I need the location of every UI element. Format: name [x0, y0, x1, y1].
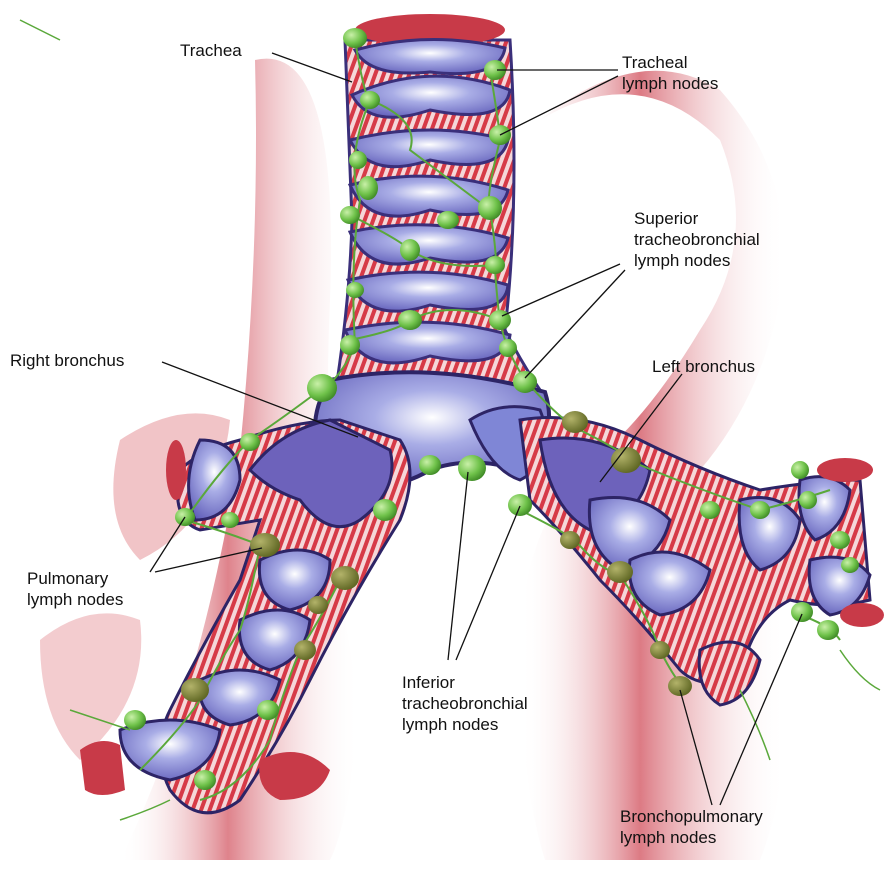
- lymph-node: [124, 710, 146, 730]
- leader-inferior-2: [456, 506, 520, 660]
- lymph-node: [560, 531, 580, 549]
- lymph-node: [257, 700, 279, 720]
- lymph-node: [340, 206, 360, 224]
- lymph-node: [340, 335, 360, 355]
- lymph-node: [817, 620, 839, 640]
- leader-superior-2: [525, 270, 625, 378]
- lymph-node: [360, 91, 380, 109]
- lymph-node: [400, 239, 420, 261]
- lymph-node: [181, 678, 209, 702]
- leader-tracheal-2: [500, 76, 618, 135]
- lymph-node: [437, 211, 459, 229]
- lymph-node: [513, 371, 537, 393]
- lymph-node: [478, 196, 502, 220]
- label-right-bronchus: Right bronchus: [10, 350, 124, 371]
- lymph-node: [194, 770, 216, 790]
- lymph-node: [398, 310, 422, 330]
- label-inferior-tracheobronchial-lymph-nodes: Inferior tracheobronchial lymph nodes: [402, 672, 528, 735]
- label-pulmonary-lymph-nodes: Pulmonary lymph nodes: [27, 568, 123, 610]
- lymph-node: [791, 461, 809, 479]
- leader-inferior-1: [448, 472, 468, 660]
- lymph-node: [750, 501, 770, 519]
- lymph-node: [791, 602, 813, 622]
- lymph-node: [240, 433, 260, 451]
- lymph-node: [841, 557, 859, 573]
- lymph-node: [562, 411, 588, 433]
- lymph-node: [458, 455, 486, 481]
- lymph-node: [343, 28, 367, 48]
- label-tracheal-lymph-nodes: Tracheal lymph nodes: [622, 52, 718, 94]
- lymph-node: [307, 374, 337, 402]
- label-trachea: Trachea: [180, 40, 242, 61]
- lymph-node: [830, 531, 850, 549]
- lymph-node: [346, 282, 364, 298]
- label-bronchopulmonary-lymph-nodes: Bronchopulmonary lymph nodes: [620, 806, 763, 848]
- lymph-node: [508, 494, 532, 516]
- lymph-node: [607, 561, 633, 583]
- lymph-node: [221, 512, 239, 528]
- lymph-node: [799, 491, 817, 509]
- lymph-node: [499, 339, 517, 357]
- lymph-node: [349, 151, 367, 169]
- lymph-node: [294, 640, 316, 660]
- lymph-node: [308, 596, 328, 614]
- lymph-node: [373, 499, 397, 521]
- lymph-node: [485, 256, 505, 274]
- lymph-node: [250, 533, 280, 557]
- lymph-node: [668, 676, 692, 696]
- lymph-node: [331, 566, 359, 590]
- lymph-node: [611, 447, 641, 473]
- lymph-node: [358, 176, 378, 200]
- lymph-node: [700, 501, 720, 519]
- leader-superior-1: [502, 264, 620, 316]
- lymph-node: [419, 455, 441, 475]
- label-left-bronchus: Left bronchus: [652, 356, 755, 377]
- lymph-node: [650, 641, 670, 659]
- trachea-tube: [335, 14, 540, 395]
- label-superior-tracheobronchial-lymph-nodes: Superior tracheobronchial lymph nodes: [634, 208, 760, 271]
